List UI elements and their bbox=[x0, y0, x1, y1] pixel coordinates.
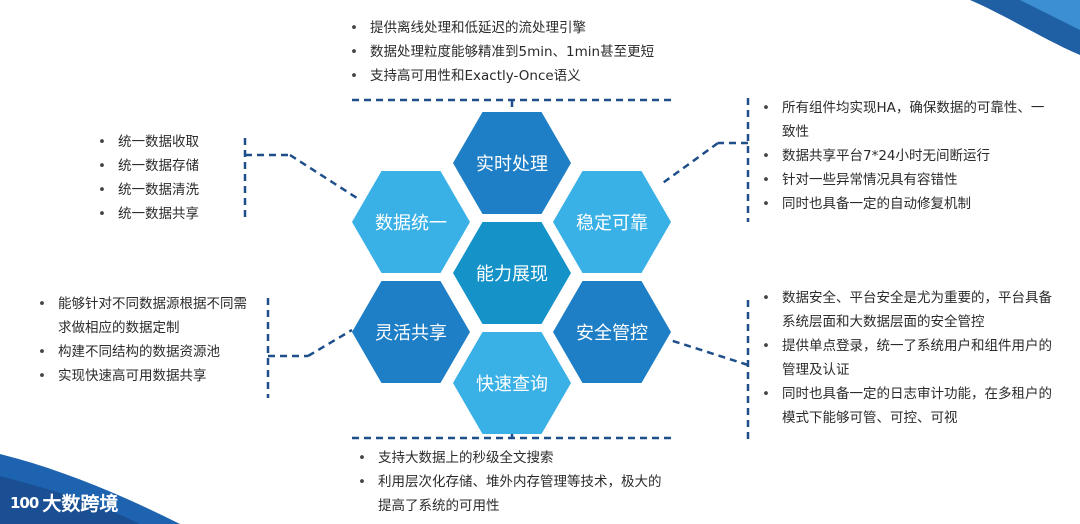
bullet-item: 利用层次化存储、堆外内存管理等技术，极大的提高了系统的可用性 bbox=[356, 470, 668, 518]
bullet-item: 数据共享平台7*24小时无间断运行 bbox=[760, 144, 1045, 168]
bullet-item: 数据安全、平台安全是尤为重要的，平台具备系统层面和大数据层面的安全管控 bbox=[760, 286, 1065, 334]
text-block-left-bottom: 能够针对不同数据源根据不同需求做相应的数据定制 构建不同结构的数据资源池 实现快… bbox=[36, 292, 258, 388]
hex-query: 快速查询 bbox=[453, 332, 571, 434]
logo-text: 大数跨境 bbox=[42, 493, 119, 515]
text-block-top: 提供离线处理和低延迟的流处理引擎 数据处理粒度能够精准到5min、1min甚至更… bbox=[348, 16, 708, 88]
hex-label: 数据统一 bbox=[375, 213, 447, 234]
bullet-item: 所有组件均实现HA，确保数据的可靠性、一致性 bbox=[760, 96, 1045, 144]
hex-realtime: 实时处理 bbox=[453, 112, 571, 214]
hex-capability: 能力展现 bbox=[453, 222, 571, 324]
bullet-item: 针对一些异常情况具有容错性 bbox=[760, 168, 1045, 192]
bullet-item: 构建不同结构的数据资源池 bbox=[36, 340, 258, 364]
bullet-item: 支持大数据上的秒级全文搜索 bbox=[356, 446, 668, 470]
bullet-item: 同时也具备一定的自动修复机制 bbox=[760, 192, 1045, 216]
text-block-bottom: 支持大数据上的秒级全文搜索 利用层次化存储、堆外内存管理等技术，极大的提高了系统… bbox=[356, 446, 668, 518]
hex-label: 安全管控 bbox=[576, 323, 648, 344]
corner-decoration bbox=[970, 0, 1080, 55]
hex-label: 能力展现 bbox=[476, 264, 548, 285]
hex-security: 安全管控 bbox=[553, 281, 671, 383]
bullet-item: 统一数据存储 bbox=[96, 154, 236, 178]
hex-sharing: 灵活共享 bbox=[352, 281, 470, 383]
hex-label: 灵活共享 bbox=[375, 323, 447, 344]
text-block-left-top: 统一数据收取 统一数据存储 统一数据清洗 统一数据共享 bbox=[96, 130, 236, 226]
hex-label: 快速查询 bbox=[476, 374, 548, 395]
bullet-item: 统一数据收取 bbox=[96, 130, 236, 154]
bullet-item: 同时也具备一定的日志审计功能，在多租户的模式下能够可管、可控、可视 bbox=[760, 382, 1065, 430]
text-block-right-bottom: 数据安全、平台安全是尤为重要的，平台具备系统层面和大数据层面的安全管控 提供单点… bbox=[760, 286, 1065, 430]
hex-label: 稳定可靠 bbox=[576, 213, 648, 234]
bullet-item: 提供离线处理和低延迟的流处理引擎 bbox=[348, 16, 708, 40]
bullet-item: 数据处理粒度能够精准到5min、1min甚至更短 bbox=[348, 40, 708, 64]
corner-decoration bbox=[0, 454, 180, 524]
bullet-item: 提供单点登录，统一了系统用户和组件用户的管理及认证 bbox=[760, 334, 1065, 382]
bullet-item: 能够针对不同数据源根据不同需求做相应的数据定制 bbox=[36, 292, 258, 340]
hex-reliable: 稳定可靠 bbox=[553, 171, 671, 273]
text-block-right-top: 所有组件均实现HA，确保数据的可靠性、一致性 数据共享平台7*24小时无间断运行… bbox=[760, 96, 1045, 216]
hex-unified: 数据统一 bbox=[352, 171, 470, 273]
bullet-item: 统一数据清洗 bbox=[96, 178, 236, 202]
logo-mark: 100 bbox=[10, 493, 39, 512]
brand-logo: 100 大数跨境 bbox=[10, 489, 118, 516]
bullet-item: 支持高可用性和Exactly-Once语义 bbox=[348, 64, 708, 88]
hex-label: 实时处理 bbox=[476, 154, 548, 175]
bullet-item: 统一数据共享 bbox=[96, 202, 236, 226]
bullet-item: 实现快速高可用数据共享 bbox=[36, 364, 258, 388]
